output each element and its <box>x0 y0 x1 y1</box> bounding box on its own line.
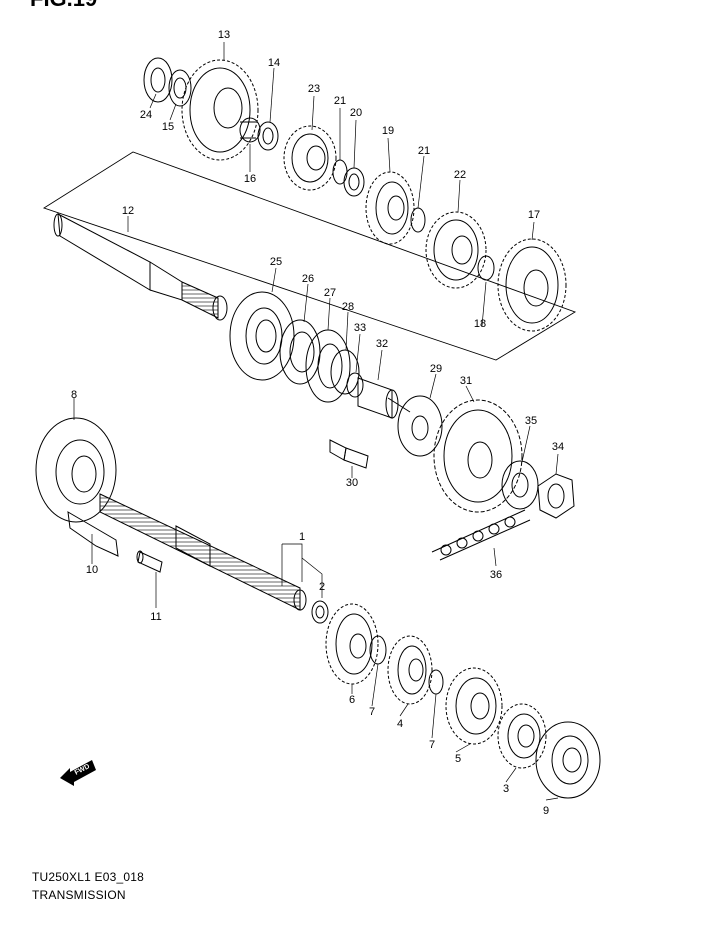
figure-title: TRANSMISSION <box>32 888 126 902</box>
part-label-p23: 23 <box>308 83 320 95</box>
bushing-2 <box>311 600 329 624</box>
part-label-p35: 35 <box>525 415 537 427</box>
fwd-arrow-icon: FWD <box>60 760 96 786</box>
figure-header: FIG.19 <box>30 0 97 11</box>
gear-13 <box>181 59 259 161</box>
part-label-p26: 26 <box>302 273 314 285</box>
gear-19 <box>365 171 415 245</box>
washer-15 <box>168 69 192 107</box>
part-label-p14: 14 <box>268 57 280 69</box>
part-label-p24: 24 <box>140 109 152 121</box>
bearing-9 <box>535 721 601 799</box>
needle-bearing-16 <box>239 117 261 143</box>
washer-20 <box>343 167 365 197</box>
circlip-7b <box>428 669 444 695</box>
gear-6 <box>325 603 379 685</box>
part-label-p30: 30 <box>346 477 358 489</box>
part-label-p21a: 21 <box>334 95 346 107</box>
part-label-p16: 16 <box>244 173 256 185</box>
part-label-p13: 13 <box>218 29 230 41</box>
part-label-p22: 22 <box>454 169 466 181</box>
part-label-p19: 19 <box>382 125 394 137</box>
part-label-p9: 9 <box>543 805 549 817</box>
countershaft-12 <box>53 213 228 321</box>
part-label-p36: 36 <box>490 569 502 581</box>
part-label-p11: 11 <box>150 611 161 623</box>
lock-washer-29 <box>387 395 443 457</box>
leader-lines <box>73 42 559 801</box>
washer-18 <box>477 255 495 281</box>
part-label-p7a: 7 <box>369 706 375 718</box>
part-label-p18: 18 <box>474 318 486 330</box>
part-number-labels: 1314241516232120192122171225262728333218… <box>71 29 564 817</box>
sprocket-31 <box>433 399 523 513</box>
part-label-p2: 2 <box>319 581 325 593</box>
part-label-p3: 3 <box>503 783 509 795</box>
gear-4 <box>387 635 433 705</box>
bearing-25 <box>229 291 295 381</box>
part-label-p6: 6 <box>349 694 355 706</box>
washer-14 <box>257 121 279 151</box>
drive-chain-36 <box>431 509 531 561</box>
part-label-p8: 8 <box>71 389 77 401</box>
part-label-p7b: 7 <box>429 739 435 751</box>
bearing-8 <box>35 417 117 523</box>
circlip-21a <box>332 159 348 185</box>
part-label-p20: 20 <box>350 107 362 119</box>
part-label-p32: 32 <box>376 338 388 350</box>
bolt-30 <box>329 439 369 469</box>
gear-22 <box>425 211 487 289</box>
part-label-p15: 15 <box>162 121 174 133</box>
part-label-p27: 27 <box>324 287 336 299</box>
part-label-p1: 1 <box>299 531 305 543</box>
part-label-p31: 31 <box>460 375 472 387</box>
assembly-frame <box>42 151 577 361</box>
o-ring-28 <box>330 349 360 395</box>
gear-23 <box>283 125 337 191</box>
part-label-p29: 29 <box>430 363 442 375</box>
seal-26 <box>279 319 321 385</box>
bearing-24 <box>143 57 173 103</box>
part-label-p34: 34 <box>552 441 564 453</box>
gear-3 <box>497 703 547 769</box>
part-label-p33: 33 <box>354 322 366 334</box>
screw-11 <box>136 550 163 573</box>
part-label-p25: 25 <box>270 256 282 268</box>
spacer-32 <box>357 377 399 419</box>
part-label-p28: 28 <box>342 301 354 313</box>
part-label-p12: 12 <box>122 205 134 217</box>
part-label-p21b: 21 <box>418 145 430 157</box>
part-label-p10: 10 <box>86 564 98 576</box>
figure-code: TU250XL1 E03_018 <box>32 870 144 884</box>
mainshaft-1 <box>99 493 307 611</box>
part-label-p17: 17 <box>528 209 540 221</box>
gear-5 <box>445 667 503 745</box>
o-ring-33 <box>346 372 364 398</box>
gear-17 <box>497 238 567 332</box>
nut-34 <box>537 473 575 519</box>
part-label-p5: 5 <box>455 753 461 765</box>
bearing-retainer-10 <box>67 511 119 557</box>
spacer-27 <box>305 329 351 403</box>
part-label-p4: 4 <box>397 718 403 730</box>
washer-35 <box>501 460 539 510</box>
